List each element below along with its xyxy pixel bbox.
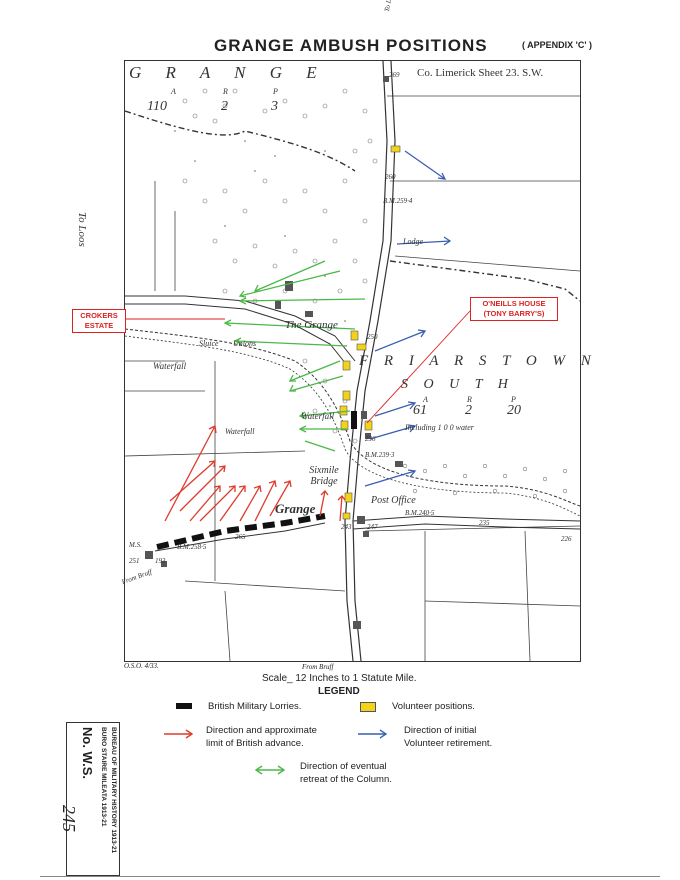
sixmile-bridge-label: Sixmile Bridge xyxy=(309,465,339,487)
sheet-label: Co. Limerick Sheet 23. S.W. xyxy=(417,67,544,79)
to-limerick-label: To Limerick xyxy=(383,0,397,12)
waterfall-mid-label: Waterfall xyxy=(225,427,255,436)
east-road xyxy=(352,515,580,522)
townland-friarstown: F R I A R S T O W N xyxy=(359,353,597,369)
townland-grange: G R A N G E xyxy=(129,63,327,82)
friarstown-water-note: Including 1 0 0 water xyxy=(405,423,474,432)
east-road-edge xyxy=(352,523,580,530)
bm-251: 251 xyxy=(129,557,140,565)
legend-green-label: Direction of eventual retreat of the Col… xyxy=(300,761,392,785)
stamp-no: No. W.S. xyxy=(80,727,95,779)
osd-label: O.S.O. 4/33. xyxy=(124,662,159,670)
bm-265: 265 xyxy=(235,533,246,541)
bm-240: B.M.240·5 xyxy=(405,509,435,517)
lodge-label: Lodge xyxy=(403,237,423,246)
column-retreat-arrows xyxy=(223,260,366,452)
to-loos-label: To Loos xyxy=(76,212,88,247)
legend-red-arrow xyxy=(164,729,194,739)
map-frame[interactable]: G R A N G E Co. Limerick Sheet 23. S.W. … xyxy=(121,0,591,662)
from-bruff-bottom-label: From Bruff xyxy=(302,663,334,671)
legend-title: LEGEND xyxy=(318,686,360,697)
waterfall-river-label: Waterfall xyxy=(301,411,335,421)
bm-235: 235 xyxy=(479,519,490,527)
river-bank xyxy=(125,335,580,517)
ms-label: M.S. xyxy=(129,541,142,549)
legend-blue-arrow xyxy=(358,729,388,739)
friarstown-roods: 2 xyxy=(465,403,472,418)
grange-area-r: R xyxy=(223,87,228,96)
bottom-rule xyxy=(40,876,660,877)
bm-259: B.M.259·4 xyxy=(383,197,413,205)
map-canvas xyxy=(125,61,580,661)
grange-roods: 2 xyxy=(221,99,228,114)
initial-retirement-arrows xyxy=(364,150,452,487)
main-road-edge xyxy=(352,61,396,661)
legend-lorry-label: British Military Lorries. xyxy=(208,701,302,712)
bm-260: 260 xyxy=(385,173,396,181)
townland-south: S O U T H xyxy=(401,377,514,392)
woodland-pattern xyxy=(182,88,568,499)
bm-193: 193 xyxy=(155,557,166,565)
friarstown-area-a: A xyxy=(423,395,428,404)
scale-label: Scale_ 12 Inches to 1 Statute Mile. xyxy=(262,673,417,684)
volunteer-positions xyxy=(339,145,401,520)
bm-226: 226 xyxy=(561,535,572,543)
british-advance-arrows xyxy=(164,425,346,522)
friarstown-perches: 20 xyxy=(507,403,521,418)
bmh-stamp: BUREAU OF MILITARY HISTORY 1913-21 BURO … xyxy=(59,722,120,876)
waterfall-left-label: Waterfall xyxy=(153,361,187,371)
friarstown-area-p: P xyxy=(511,395,516,404)
bm-269: 269 xyxy=(389,71,400,79)
crokers-estate-box: CROKERS ESTATE xyxy=(72,309,126,333)
main-road xyxy=(344,61,388,661)
map-title: GRANGE AMBUSH POSITIONS xyxy=(214,36,488,55)
lorry-road-line xyxy=(154,522,326,552)
friarstown-acres: 61 xyxy=(413,403,427,418)
stamp-line1: BUREAU OF MILITARY HISTORY 1913-21 xyxy=(110,727,117,854)
grange-acres: 110 xyxy=(147,99,167,114)
river xyxy=(125,328,580,507)
legend-lorry-swatch xyxy=(176,703,192,709)
townland-boundary xyxy=(389,260,580,302)
bm-258: B.M.258·5 xyxy=(177,543,207,551)
british-lorries-line xyxy=(156,513,326,550)
friarstown-area-r: R xyxy=(467,395,472,404)
appendix-label: ( APPENDIX 'C' ) xyxy=(522,40,592,50)
woodland-dots xyxy=(174,130,346,407)
oneills-house-box: O'NEILLS HOUSE (TONY BARRY'S) xyxy=(470,297,558,321)
legend-volunteer-label: Volunteer positions. xyxy=(392,701,475,712)
legend-red-label: Direction and approximate limit of Briti… xyxy=(206,725,317,749)
oneills-leader xyxy=(366,310,471,424)
lorry-at-bridge xyxy=(351,411,357,429)
buildings xyxy=(145,76,403,629)
bm-239: B.M.239·3 xyxy=(365,451,395,459)
dashed-boundary xyxy=(125,110,356,172)
grange-area-p: P xyxy=(273,87,278,96)
grange-village-label: Grange xyxy=(275,501,316,516)
bm-250: 250 xyxy=(367,333,378,341)
sluice-label: Sluice xyxy=(199,339,219,348)
legend-blue-label: Direction of initial Volunteer retiremen… xyxy=(404,725,493,749)
west-road xyxy=(125,295,356,362)
unions-label: Unions xyxy=(233,339,257,348)
west-road-edge xyxy=(125,303,351,370)
post-office-label: Post Office xyxy=(371,495,416,506)
stamp-number: 245 xyxy=(59,805,79,832)
bm-243: 243 xyxy=(341,523,352,531)
legend-volunteer-swatch xyxy=(360,702,376,712)
bm-236: 236 xyxy=(365,435,376,443)
grange-perches: 3 xyxy=(271,99,278,114)
field-boundaries xyxy=(125,95,580,661)
grange-area-a: A xyxy=(171,87,176,96)
bm-247: 247 xyxy=(367,523,378,531)
stamp-line2: BURO STAIRE MILEATA 1913-21 xyxy=(100,727,107,827)
legend-green-arrow xyxy=(254,765,286,775)
the-grange-label: The Grange xyxy=(285,319,338,331)
